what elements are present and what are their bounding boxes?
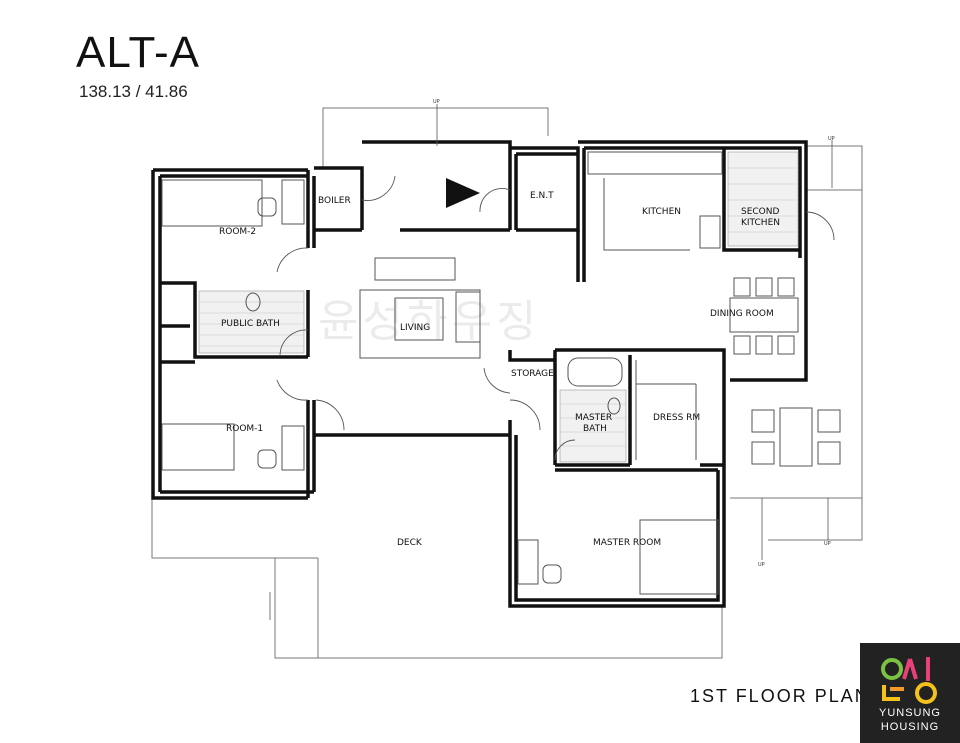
room-label-ent: E.N.T (530, 191, 554, 201)
yunsung-housing-logo: YUNSUNG HOUSING (860, 643, 960, 743)
exterior-outlines (151, 107, 863, 659)
room-label-room2: ROOM-2 (219, 227, 256, 237)
furniture (161, 151, 841, 595)
floor-plan-label: 1ST FLOOR PLAN (690, 686, 870, 706)
room-label-dining-room: DINING ROOM (710, 309, 774, 319)
room-label-room1: ROOM-1 (226, 424, 263, 434)
up-label-right: UP (828, 136, 835, 142)
tile-areas (198, 151, 799, 463)
room-label-master-bath-1: MASTER (575, 413, 612, 423)
room-label-dress-room: DRESS RM (653, 413, 700, 423)
stair-markers (269, 104, 833, 620)
room-label-second-kitchen-2: KITCHEN (741, 218, 780, 228)
area-subtitle: 138.13 / 41.86 (79, 82, 188, 101)
room-label-master-room: MASTER ROOM (593, 538, 661, 548)
up-label-terrace: UP (758, 562, 765, 568)
up-label-top: UP (433, 99, 440, 105)
doors (276, 175, 835, 461)
plan-title: ALT-A (76, 28, 201, 77)
walls (151, 140, 808, 608)
logo-line-2: HOUSING (880, 721, 940, 733)
logo-mark-icon (881, 657, 937, 704)
room-label-boiler: BOILER (318, 196, 351, 206)
room-label-deck: DECK (397, 538, 423, 548)
room-label-public-bath: PUBLIC BATH (221, 319, 280, 329)
up-label-terrace-2: UP (824, 541, 831, 547)
entrance-arrow (446, 178, 480, 208)
room-label-storage: STORAGE (511, 369, 554, 379)
logo-line-1: YUNSUNG (878, 707, 941, 719)
room-label-kitchen: KITCHEN (642, 207, 681, 217)
watermark: 윤성하우징 (318, 296, 540, 347)
tile-grid (199, 167, 798, 447)
room-label-living: LIVING (400, 323, 430, 333)
room-label-second-kitchen-1: SECOND (741, 207, 780, 217)
room-label-master-bath-2: BATH (583, 424, 607, 434)
